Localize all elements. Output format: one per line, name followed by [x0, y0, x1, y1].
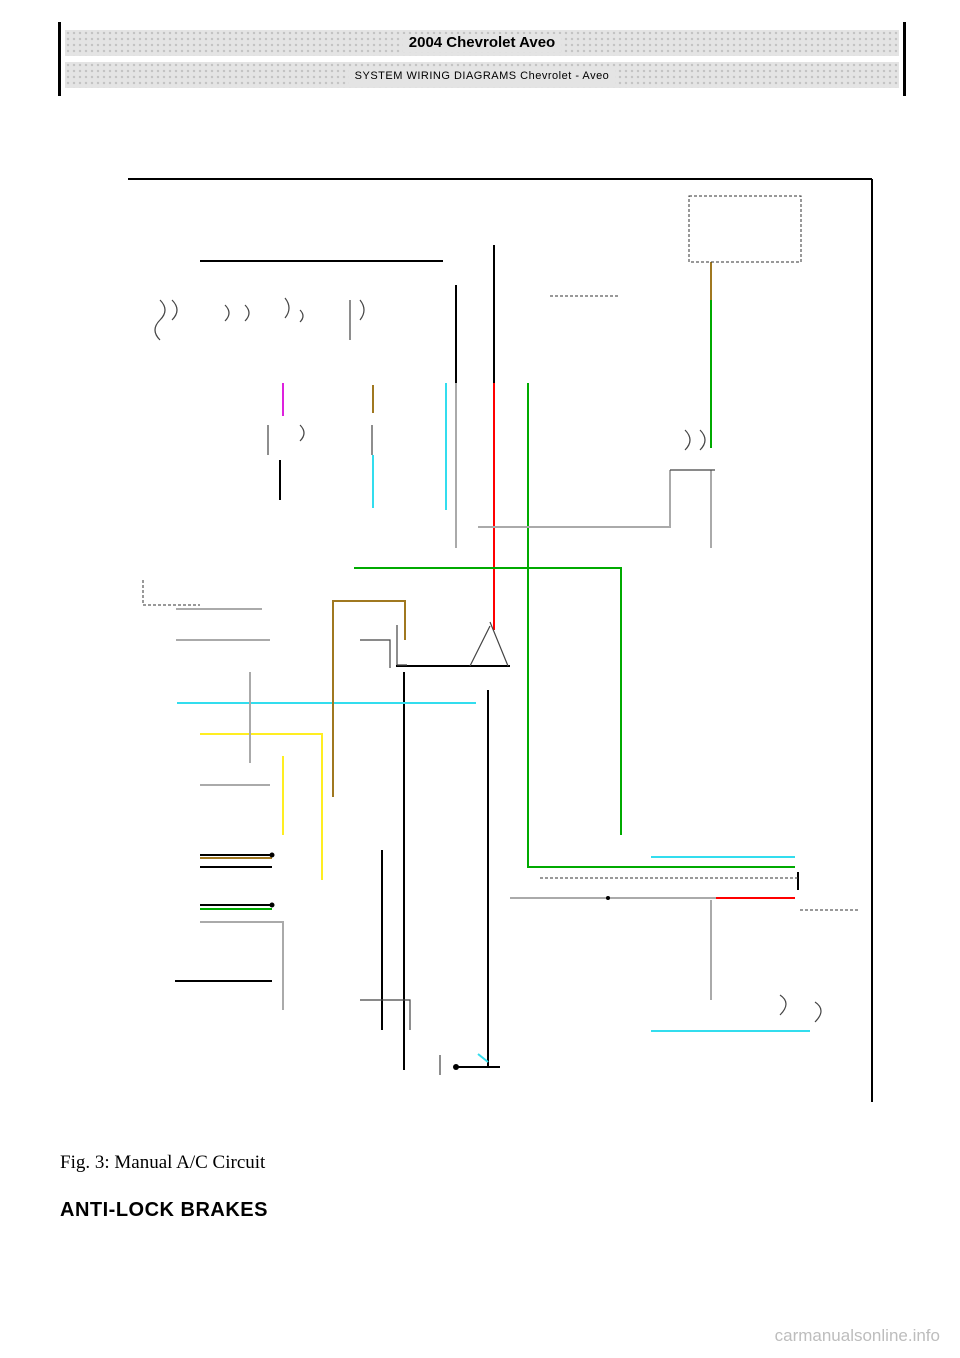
watermark: carmanualsonline.info — [774, 1326, 940, 1345]
diagram-frame — [128, 178, 873, 1102]
green-wires — [200, 300, 795, 910]
control-module-box — [688, 195, 802, 263]
component-symbols — [142, 195, 858, 911]
junction-dots — [269, 852, 610, 1070]
gray-wires — [176, 383, 716, 1010]
yellow-wires — [200, 733, 323, 880]
header-title-bar: 2004 Chevrolet Aveo — [65, 30, 899, 56]
document-title: 2004 Chevrolet Aveo — [402, 34, 562, 52]
section-heading: ANTI-LOCK BRAKES — [60, 1199, 268, 1221]
wiring-diagram — [128, 178, 873, 1102]
brown-wires — [200, 262, 712, 859]
page-header: 2004 Chevrolet Aveo SYSTEM WIRING DIAGRA… — [58, 22, 906, 96]
red-wires — [493, 383, 795, 899]
cyan-wires — [177, 383, 810, 1063]
component-glyphs — [154, 297, 822, 1075]
black-wires — [175, 245, 799, 1070]
header-subtitle-bar: SYSTEM WIRING DIAGRAMS Chevrolet - Aveo — [65, 62, 899, 88]
figure-caption: Fig. 3: Manual A/C Circuit — [60, 1152, 266, 1173]
document-subtitle: SYSTEM WIRING DIAGRAMS Chevrolet - Aveo — [348, 67, 616, 85]
